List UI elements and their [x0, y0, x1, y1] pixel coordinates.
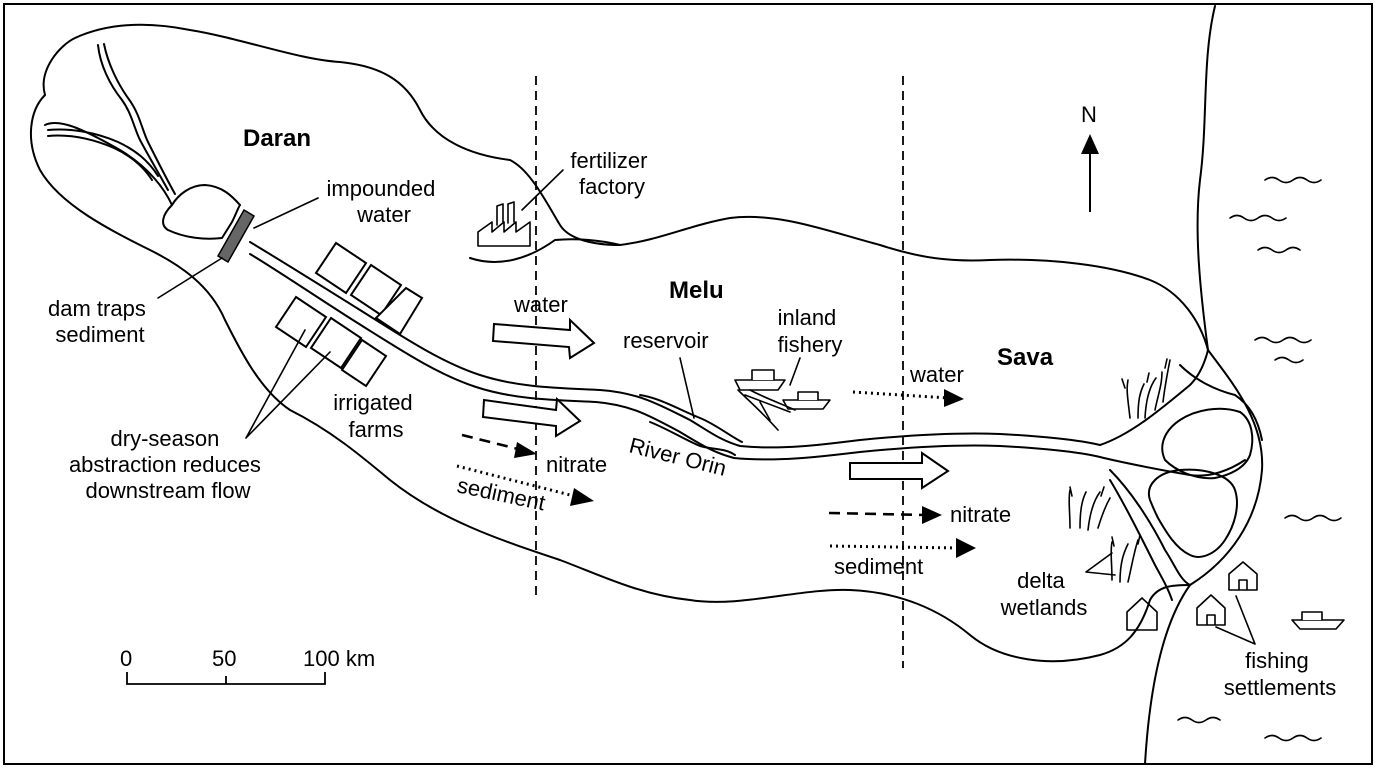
north-label: N: [1081, 102, 1097, 127]
north-arrow-icon: [1081, 134, 1099, 212]
dam-label: dam traps sediment: [48, 296, 152, 347]
sediment-flow-arrow: [456, 464, 594, 506]
reservoir-label: reservoir: [623, 328, 709, 353]
scale-tick-0: 0: [120, 646, 132, 671]
flow-label-sediment: sediment: [455, 472, 548, 515]
leader-lines: [157, 169, 1256, 645]
tributary-stream: [97, 44, 169, 191]
impounded-water-body: [162, 204, 241, 240]
irrigated-farms-label: irrigated farms: [333, 390, 419, 442]
water-flow-arrow: [481, 317, 596, 438]
fishing-boat-icon: [1291, 611, 1345, 630]
scale-tick-100: 100 km: [303, 646, 375, 671]
impounded-water-label: impounded water: [327, 176, 442, 227]
flow-label-water: water: [513, 292, 568, 317]
flow-label-sediment: sediment: [834, 554, 923, 579]
tributary-stream: [47, 128, 159, 177]
water-flow-arrow: [849, 389, 964, 490]
inland-fishery-label: inland fishery: [778, 305, 843, 357]
fishing-boat-icon: [734, 369, 831, 431]
delta-wetlands-label: delta wetlands: [1000, 568, 1088, 620]
region-label-daran: Daran: [243, 125, 311, 152]
basin-boundary: [42, 23, 1209, 351]
north-valley-edge: [469, 238, 621, 263]
tributary-stream: [47, 134, 153, 181]
factory-icon: [477, 201, 531, 247]
tributary-catchment: [44, 121, 241, 206]
house-icon: [1126, 561, 1258, 631]
tributary-stream: [103, 43, 176, 195]
dam-icon: [216, 208, 256, 264]
flow-label-nitrate: nitrate: [950, 502, 1011, 527]
sediment-flow-arrow: [829, 538, 976, 558]
factory-label: fertilizer factory: [570, 148, 653, 199]
nitrate-flow-arrow: [461, 433, 537, 458]
map-frame: [3, 3, 1373, 765]
fishing-settlements-label: fishing settlements: [1224, 648, 1337, 700]
river-orin-bank: [249, 241, 1101, 449]
flow-label-nitrate: nitrate: [546, 452, 607, 477]
basin-boundary-south: [29, 94, 1191, 663]
flow-label-water: water: [909, 362, 964, 387]
scale-tick-50: 50: [212, 646, 236, 671]
scale-bar: 0 50 100 km: [120, 646, 375, 685]
abstraction-label: dry-season abstraction reduces downstrea…: [69, 426, 267, 503]
delta: [1099, 349, 1263, 601]
region-label-sava: Sava: [997, 344, 1054, 371]
wave-icon: [1177, 176, 1342, 742]
nitrate-flow-arrow: [828, 506, 942, 524]
reed-icon: [1068, 358, 1171, 583]
river-orin-bank: [249, 253, 1101, 461]
coastline: [1144, 5, 1264, 765]
reservoir-outline: [639, 394, 743, 456]
region-label-melu: Melu: [669, 277, 724, 304]
irrigated-farm-plots: [274, 241, 424, 388]
river-label: River Orin: [627, 433, 729, 481]
